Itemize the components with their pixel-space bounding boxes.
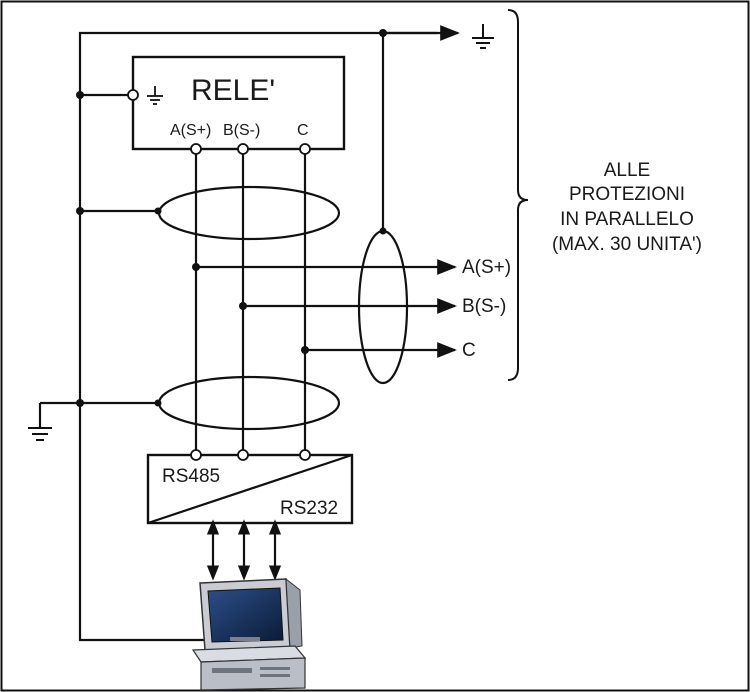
junction-dot bbox=[301, 346, 309, 354]
relay-ground-icon bbox=[147, 86, 163, 105]
junction-dot bbox=[76, 399, 84, 407]
junction-dot bbox=[192, 263, 200, 271]
converter-rs232-label: RS232 bbox=[280, 498, 338, 519]
note-line-1: ALLE bbox=[604, 160, 650, 181]
note-line-2: PROTEZIONI bbox=[569, 184, 685, 205]
terminal-node bbox=[190, 449, 202, 461]
cable-shield-lower bbox=[157, 375, 341, 431]
junction-dot bbox=[239, 302, 247, 310]
note-line-4: (MAX. 30 UNITA') bbox=[552, 234, 702, 255]
output-label-a: A(S+) bbox=[462, 257, 511, 278]
output-label-b: B(S-) bbox=[462, 296, 506, 317]
relay-title: RELE' bbox=[191, 74, 275, 107]
relay-ground-terminal bbox=[127, 89, 139, 101]
converter-diagonal bbox=[147, 453, 353, 525]
note-line-3: IN PARALLELO bbox=[560, 209, 694, 230]
junction-dot bbox=[154, 399, 162, 407]
terminal-node bbox=[299, 449, 311, 461]
computer-workstation-icon bbox=[191, 577, 307, 691]
terminal-node bbox=[237, 143, 249, 155]
relay-terminal-b: B(S-) bbox=[223, 122, 260, 139]
cable-shield-upper bbox=[157, 185, 341, 241]
ground-icon bbox=[472, 24, 494, 49]
junction-dot bbox=[76, 207, 84, 215]
terminal-node bbox=[190, 143, 202, 155]
relay-terminal-a: A(S+) bbox=[170, 122, 211, 139]
relay-terminal-c: C bbox=[297, 122, 309, 139]
terminal-node bbox=[299, 143, 311, 155]
output-label-c: C bbox=[462, 340, 476, 361]
shield-bus-wire bbox=[78, 31, 437, 642]
bracket-brace bbox=[507, 9, 529, 381]
ground-icon-left bbox=[28, 427, 52, 441]
relay-box bbox=[131, 55, 346, 151]
terminal-node bbox=[237, 449, 249, 461]
junction-dot bbox=[154, 207, 162, 215]
junction-dot bbox=[76, 91, 84, 99]
junction-dot bbox=[379, 227, 387, 235]
converter-rs485-label: RS485 bbox=[162, 466, 220, 487]
